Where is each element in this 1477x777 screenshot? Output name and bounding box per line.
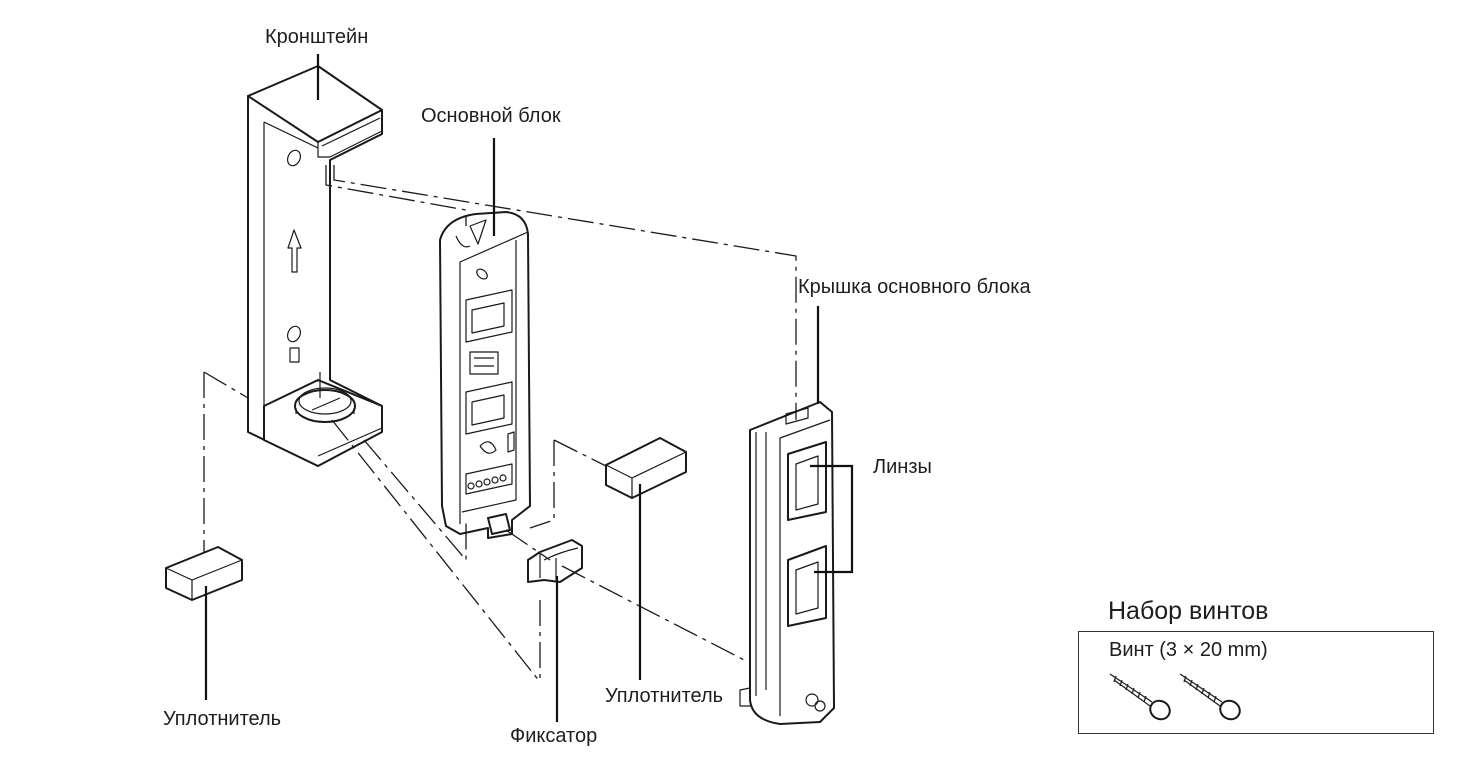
latch (527, 539, 583, 583)
screw-2-icon (1179, 673, 1241, 721)
assembly-guides (203, 165, 797, 683)
seal-left (165, 546, 243, 601)
screw-set-title: Набор винтов (1108, 597, 1269, 625)
label-seal-right: Уплотнитель (605, 685, 724, 707)
main-unit-cover (739, 401, 835, 725)
label-latch: Фиксатор (510, 725, 598, 747)
screw-1-icon (1109, 673, 1171, 721)
seal-right (605, 437, 687, 499)
label-main-unit-cover: Крышка основного блока (798, 276, 1031, 298)
label-lenses: Линзы (873, 456, 932, 478)
screw-set-item: Винт (3 × 20 mm) (1109, 639, 1268, 661)
screw-set-box (1078, 631, 1434, 734)
leader-lines (204, 54, 854, 722)
bracket (247, 65, 383, 467)
label-main-unit: Основной блок (421, 105, 561, 127)
main-unit (439, 211, 531, 539)
label-bracket: Кронштейн (265, 26, 369, 48)
label-seal-left: Уплотнитель (163, 708, 282, 730)
terminal-screws (467, 474, 507, 490)
